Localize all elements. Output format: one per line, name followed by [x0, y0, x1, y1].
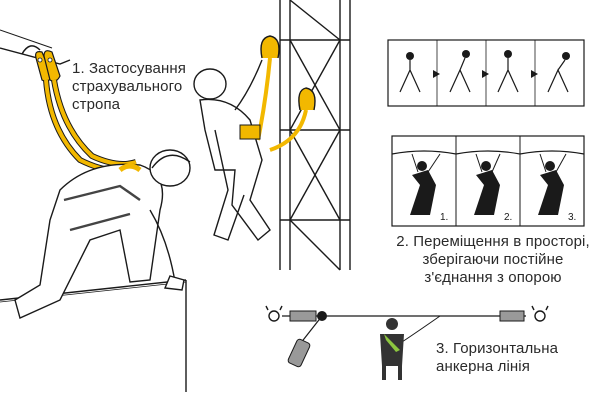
- scene-scaffold-climb: [193, 0, 351, 271]
- anchor-sling: [21, 45, 41, 55]
- end-connector: [499, 310, 525, 322]
- crouching-worker: [14, 149, 191, 319]
- scene-horizontal-lifeline: [265, 305, 549, 380]
- pulley-device: [287, 338, 311, 368]
- worker-figure-icon: [380, 318, 404, 380]
- helmet-icon: [193, 68, 227, 100]
- panel-four-steps: [387, 39, 585, 107]
- anchor-rope: [391, 150, 585, 155]
- step-label-2: 2.: [504, 212, 512, 223]
- tensioner: [289, 310, 317, 322]
- caption-lanyard-use: 1. Застосування страхувального стропа: [72, 60, 186, 113]
- caption-movement: 2. Переміщення в просторі, зберігаючи по…: [396, 233, 590, 286]
- anchor-right-icon: [531, 305, 549, 322]
- energy-absorber: [239, 124, 261, 140]
- step-label-3: 3.: [568, 212, 576, 223]
- anchor-left-icon: [265, 305, 283, 322]
- step-label-1: 1.: [440, 212, 448, 223]
- caption-horizontal-line: 3. Горизонтальна анкерна лінія: [436, 340, 559, 375]
- scene-lanyard-use: [0, 29, 191, 392]
- panel-three-steps: 1. 2. 3.: [391, 135, 585, 227]
- step-arrow-icon: [433, 70, 538, 78]
- double-hook-icon: [35, 50, 61, 82]
- traverse-figures: [410, 161, 564, 215]
- climbing-worker: [193, 59, 271, 242]
- scaffold-hook-icon: [260, 35, 316, 111]
- scaffold-structure: [279, 0, 351, 271]
